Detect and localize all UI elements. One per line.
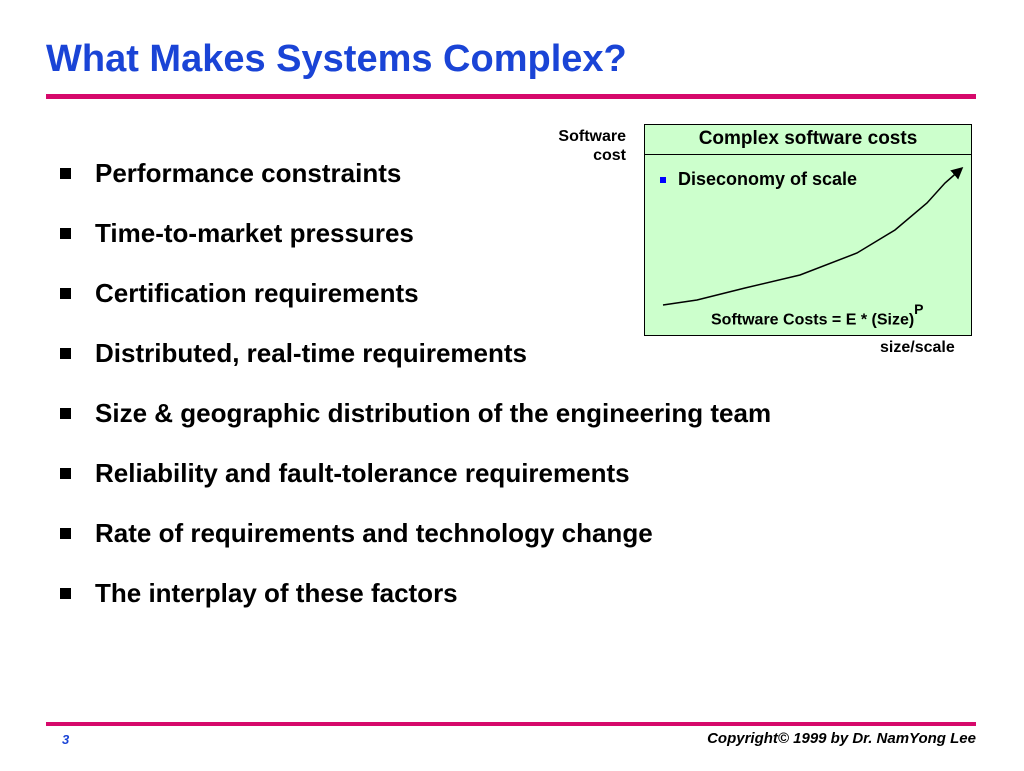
page-number: 3 [62,732,70,747]
square-bullet-icon [60,287,71,299]
cost-curve-graphic [662,167,964,306]
formula-exponent: P [914,301,924,317]
figure-title: Complex software costs [645,125,971,155]
bullet-text: Certification requirements [95,277,419,308]
bullet-item: Performance constraints [60,153,401,193]
figure-bullet-text: Diseconomy of scale [678,169,858,189]
bullet-item: Reliability and fault-tolerance requirem… [60,453,630,493]
y-axis-label-line1: Software [558,128,626,145]
x-axis-label: size/scale [880,339,955,356]
bullet-text: Time-to-market pressures [95,217,414,248]
square-bullet-icon [60,227,71,239]
footer-divider [46,722,976,726]
formula-main: Software Costs = E * (Size) [711,311,915,329]
square-bullet-icon [60,527,71,539]
square-bullet-icon [60,407,71,419]
copyright-notice: Copyright© 1999 by Dr. NamYong Lee [707,730,976,747]
square-bullet-icon [60,347,71,359]
bullet-item: Certification requirements [60,273,419,313]
title-divider [46,94,976,99]
bullet-text: Reliability and fault-tolerance requirem… [95,457,630,488]
y-axis-label-line2: cost [593,147,626,164]
slide-title: What Makes Systems Complex? [46,38,627,80]
square-bullet-icon [60,167,71,179]
bullet-text: Distributed, real-time requirements [95,337,527,368]
cost-formula: Software Costs = E * (Size)P [711,301,924,329]
y-axis-label: Software cost [530,127,626,165]
bullet-text: Size & geographic distribution of the en… [95,397,772,428]
bullet-item: Time-to-market pressures [60,213,414,253]
square-bullet-icon [60,467,71,479]
bullet-item: Rate of requirements and technology chan… [60,513,653,553]
bullet-item: Distributed, real-time requirements [60,333,527,373]
cost-figure-box: Complex software costs Diseconomy of sca… [644,124,972,336]
bullet-item: Size & geographic distribution of the en… [60,393,771,433]
square-bullet-icon [660,176,666,183]
figure-bullet: Diseconomy of scale [660,169,857,190]
bullet-text: Rate of requirements and technology chan… [95,517,653,548]
bullet-text: Performance constraints [95,157,402,188]
bullet-text: The interplay of these factors [95,577,458,608]
bullet-item: The interplay of these factors [60,573,458,613]
square-bullet-icon [60,587,71,599]
cost-curve [662,167,964,306]
